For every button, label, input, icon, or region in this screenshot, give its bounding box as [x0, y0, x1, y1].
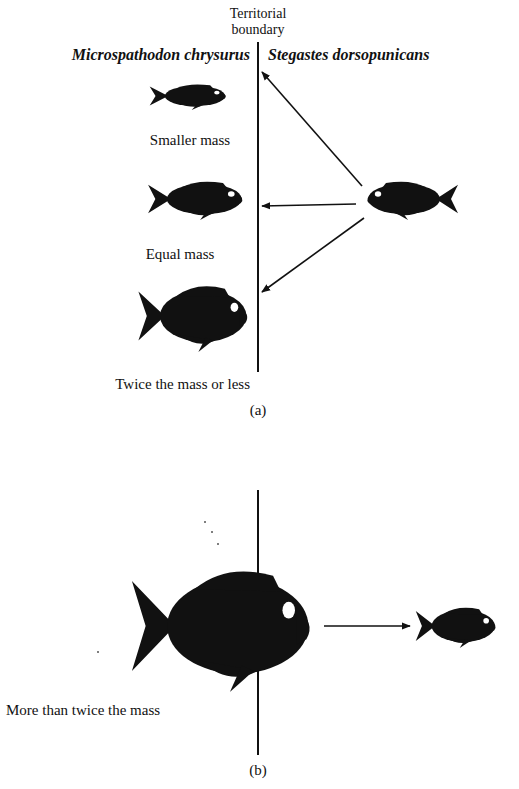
- chase-arrow: [324, 625, 410, 627]
- fish-fleeing: [416, 608, 496, 648]
- species-name: Stegastes dorsopunicans: [268, 46, 514, 64]
- speck: [211, 531, 213, 533]
- attack-arrow: [262, 72, 362, 186]
- mass-label: Twice the mass or less: [10, 376, 250, 393]
- mass-label: Smaller mass: [110, 132, 270, 149]
- speck: [97, 651, 99, 653]
- speck: [204, 521, 206, 523]
- attack-arrow: [262, 204, 356, 206]
- fish-intruder: [367, 182, 458, 220]
- fish-equal: [148, 182, 242, 220]
- boundary-label: Territorial boundary: [208, 6, 308, 38]
- panel-label: (a): [228, 402, 288, 419]
- boundary-line: [257, 42, 259, 372]
- attack-arrow: [262, 218, 364, 292]
- mass-label: Equal mass: [100, 246, 260, 263]
- fish-small: [150, 84, 226, 110]
- mass-label: More than twice the mass: [6, 702, 236, 719]
- species-name: Microspathodon chrysurus: [4, 46, 250, 64]
- fish-large: [138, 286, 247, 352]
- speck: [217, 543, 219, 545]
- fish-very-large: [132, 571, 310, 692]
- panel-label: (b): [228, 762, 288, 779]
